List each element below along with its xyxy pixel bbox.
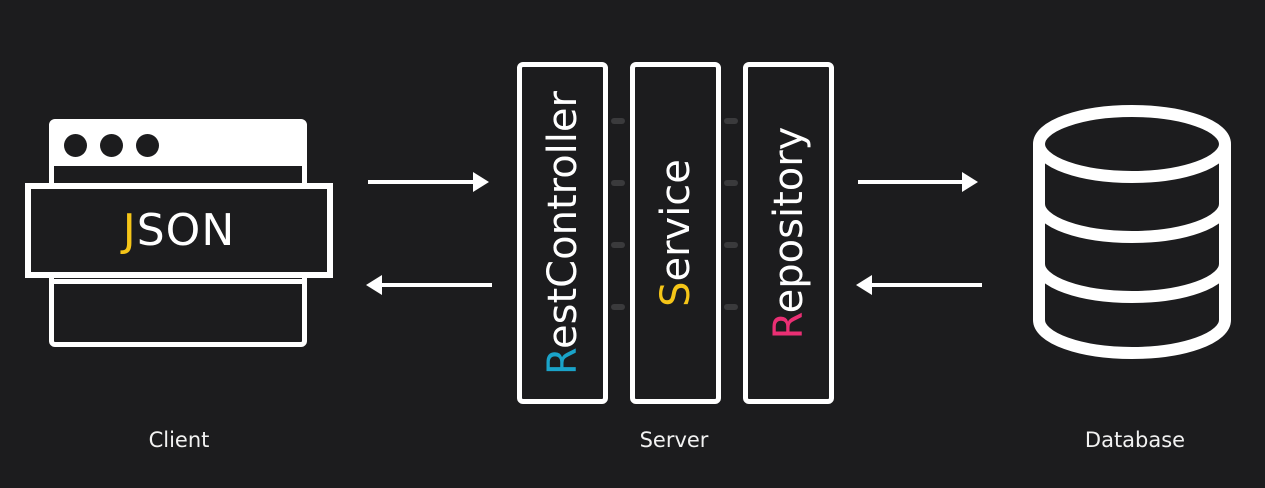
response-arrow-icon: [366, 275, 492, 295]
json-banner: JSON: [25, 183, 333, 278]
layer-restcontroller-label: RestController: [540, 91, 586, 375]
layer-service: Service: [630, 62, 721, 404]
json-label-first: J: [122, 205, 137, 256]
result-arrow-icon: [856, 275, 982, 295]
layer-restcontroller: RestController: [517, 62, 608, 404]
layer-repository-rest: epository: [765, 126, 812, 314]
layer-repository: Repository: [743, 62, 834, 404]
request-arrow-icon: [368, 172, 489, 192]
query-arrow-icon: [858, 172, 978, 192]
client-label: Client: [148, 428, 210, 452]
connector-mark: [611, 118, 625, 124]
layer-service-rest: ervice: [652, 159, 699, 282]
connector-mark: [611, 242, 625, 248]
connector-mark: [611, 304, 625, 310]
server-label: Server: [639, 428, 709, 452]
database-label: Database: [1084, 428, 1186, 452]
connector-mark: [724, 304, 738, 310]
json-label-rest: SON: [136, 205, 236, 256]
browser-titlebar: [54, 124, 302, 166]
database-cylinder-icon: [1033, 105, 1231, 359]
layer-service-label: Service: [653, 159, 699, 307]
layer-restcontroller-rest: estController: [539, 91, 586, 349]
connector-mark: [611, 180, 625, 186]
layer-repository-initial: R: [765, 313, 812, 340]
window-dot-icon: [100, 134, 123, 157]
connector-mark: [724, 118, 738, 124]
window-divider: [54, 279, 302, 284]
json-label: JSON: [123, 205, 235, 256]
window-dot-icon: [136, 134, 159, 157]
window-dot-icon: [64, 134, 87, 157]
layer-service-initial: S: [652, 281, 699, 307]
connector-mark: [724, 180, 738, 186]
connector-mark: [724, 242, 738, 248]
layer-restcontroller-initial: R: [539, 348, 586, 375]
layer-repository-label: Repository: [766, 127, 812, 340]
